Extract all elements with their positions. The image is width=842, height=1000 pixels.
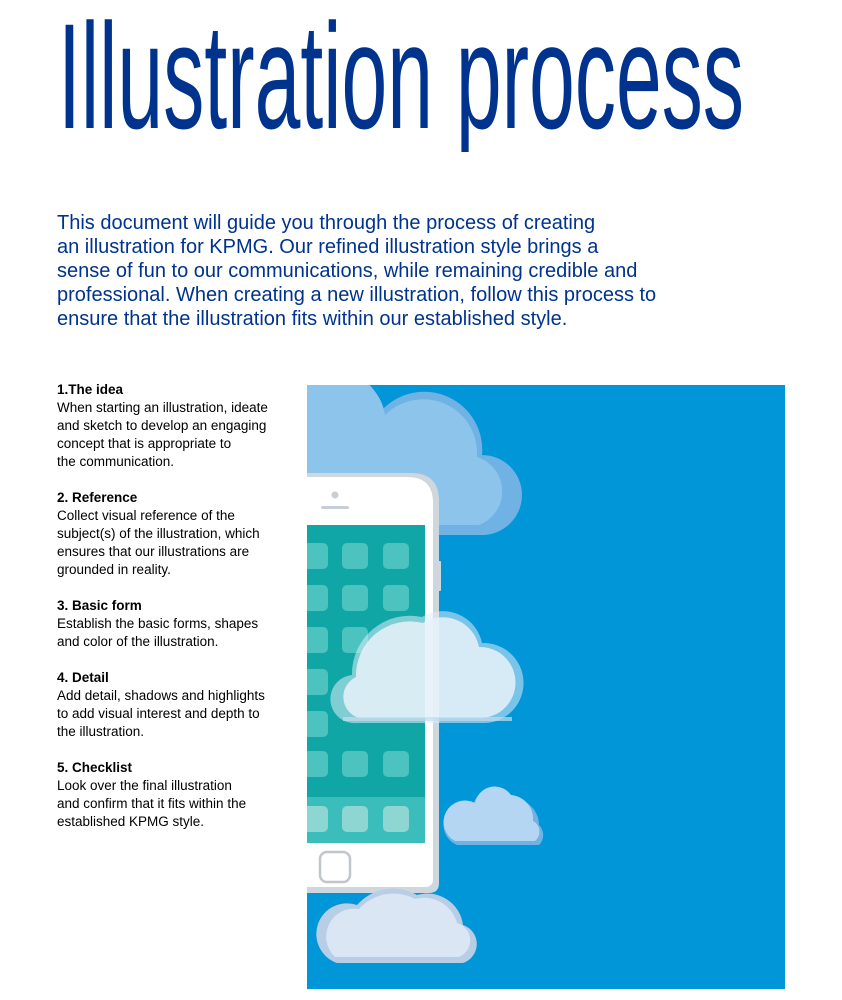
step-line: concept that is appropriate to bbox=[57, 436, 232, 451]
step-basic-form: 3. Basic form Establish the basic forms,… bbox=[57, 597, 297, 651]
step-line: and color of the illustration. bbox=[57, 634, 219, 649]
phone-front-camera bbox=[331, 491, 339, 499]
phone-cloud-illustration bbox=[307, 385, 785, 989]
step-title: 1.The idea bbox=[57, 382, 124, 397]
step-title: 3. Basic form bbox=[57, 598, 142, 613]
dock-icons bbox=[307, 806, 409, 832]
step-description: Look over the final illustration and con… bbox=[57, 777, 297, 831]
step-title: 5. Checklist bbox=[57, 760, 133, 775]
step-line: the illustration. bbox=[57, 724, 145, 739]
intro-line: sense of fun to our communications, whil… bbox=[57, 260, 638, 282]
step-description: Collect visual reference of the subject(… bbox=[57, 507, 297, 579]
step-line: and confirm that it fits within the bbox=[57, 796, 247, 811]
step-line: When starting an illustration, ideate bbox=[57, 400, 268, 415]
step-line: the communication. bbox=[57, 454, 175, 469]
phone-side-button bbox=[437, 561, 441, 591]
step-reference: 2. Reference Collect visual reference of… bbox=[57, 489, 297, 579]
step-line: and sketch to develop an engaging bbox=[57, 418, 267, 433]
step-checklist: 5. Checklist Look over the final illustr… bbox=[57, 759, 297, 831]
cloud-small-right bbox=[443, 786, 544, 845]
step-line: Establish the basic forms, shapes bbox=[57, 616, 259, 631]
step-title: 4. Detail bbox=[57, 670, 109, 685]
step-description: When starting an illustration, ideate an… bbox=[57, 399, 297, 471]
step-title: 2. Reference bbox=[57, 490, 138, 505]
step-description: Add detail, shadows and highlights to ad… bbox=[57, 687, 297, 741]
app-icons bbox=[307, 543, 409, 777]
phone-speaker bbox=[321, 506, 349, 509]
process-steps: 1.The idea When starting an illustration… bbox=[57, 381, 297, 849]
step-line: Look over the final illustration bbox=[57, 778, 232, 793]
home-button bbox=[318, 850, 352, 884]
intro-line: This document will guide you through the… bbox=[57, 212, 596, 234]
page-title-text: Illustration process bbox=[58, 2, 744, 152]
step-line: Collect visual reference of the bbox=[57, 508, 235, 523]
step-line: Add detail, shadows and highlights bbox=[57, 688, 265, 703]
intro-paragraph: This document will guide you through the… bbox=[57, 211, 757, 331]
intro-line: an illustration for KPMG. Our refined il… bbox=[57, 236, 599, 258]
step-line: ensures that our illustrations are bbox=[57, 544, 250, 559]
step-description: Establish the basic forms, shapes and co… bbox=[57, 615, 297, 651]
step-line: established KPMG style. bbox=[57, 814, 205, 829]
step-line: to add visual interest and depth to bbox=[57, 706, 260, 721]
step-line: subject(s) of the illustration, which bbox=[57, 526, 260, 541]
cloud-center bbox=[330, 611, 524, 724]
step-idea: 1.The idea When starting an illustration… bbox=[57, 381, 297, 471]
cloud-bottom bbox=[316, 888, 477, 963]
step-detail: 4. Detail Add detail, shadows and highli… bbox=[57, 669, 297, 741]
intro-line: ensure that the illustration fits within… bbox=[57, 308, 568, 330]
intro-line: professional. When creating a new illust… bbox=[57, 284, 657, 306]
step-line: grounded in reality. bbox=[57, 562, 171, 577]
page-title: Illustration process bbox=[58, 2, 744, 152]
